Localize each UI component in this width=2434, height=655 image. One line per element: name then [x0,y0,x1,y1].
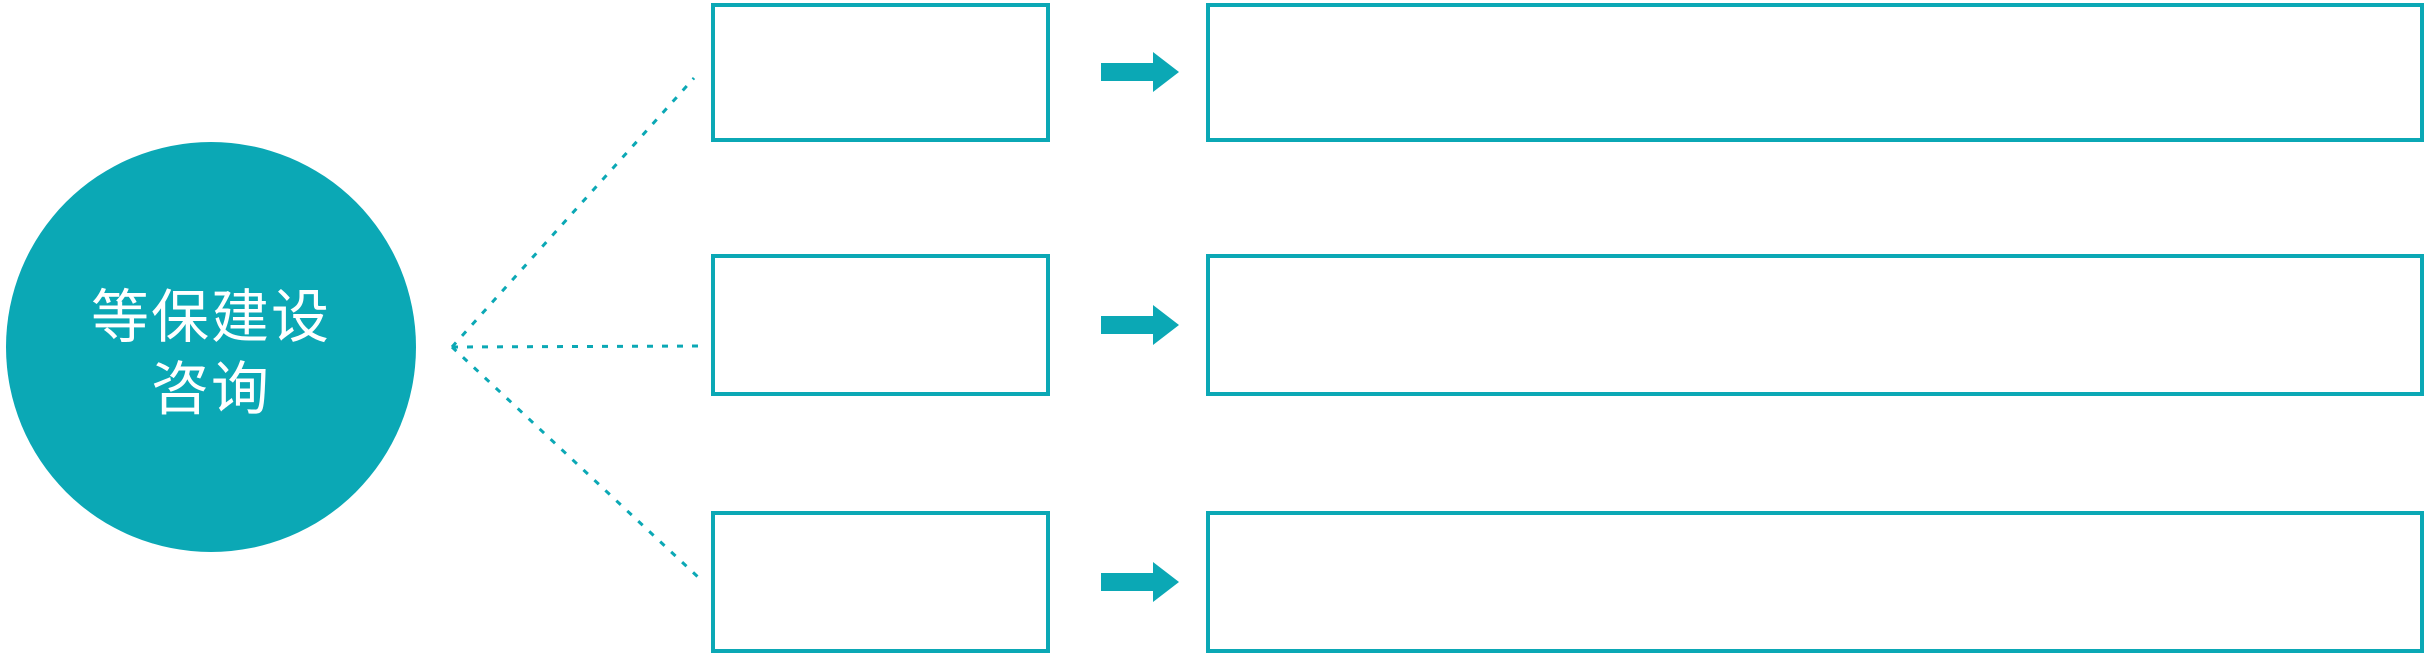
connector-line-bottom [450,345,700,579]
small-box-row2 [711,254,1050,396]
topic-circle: 等保建设 咨询 [6,142,416,552]
topic-circle-label-line2: 咨询 [150,357,271,422]
arrow-right-icon [1101,304,1179,346]
arrow-right-icon [1101,561,1179,603]
connector-line-middle [451,344,705,349]
topic-circle-label-line1: 等保建设 [90,285,331,350]
large-box-row1 [1206,3,2424,142]
connector-line-top [450,76,696,349]
arrow-right-icon [1101,51,1179,93]
small-box-row3 [711,511,1050,653]
large-box-row2 [1206,254,2424,396]
small-box-row1 [711,3,1050,142]
large-box-row3 [1206,511,2424,653]
